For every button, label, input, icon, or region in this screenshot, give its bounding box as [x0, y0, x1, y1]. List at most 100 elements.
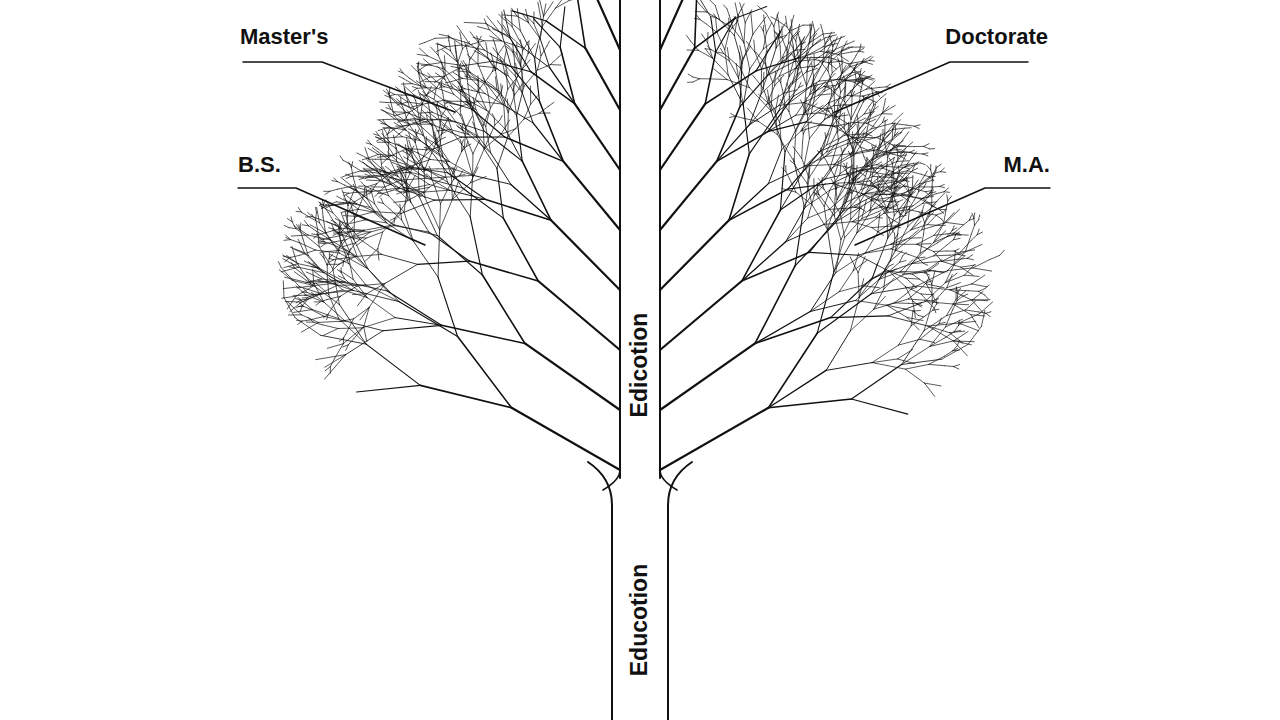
tree-branch	[349, 264, 366, 285]
tree-branch	[930, 341, 954, 347]
tree-branch	[357, 385, 421, 392]
tree-branch	[693, 79, 700, 82]
tree-branch	[813, 54, 814, 67]
tree-branch	[920, 339, 935, 342]
tree-branch	[298, 207, 301, 211]
tree-branch	[353, 279, 367, 297]
tree-branch	[855, 300, 886, 305]
tree-branch	[289, 314, 302, 315]
tree-branch	[892, 113, 903, 123]
tree-branch	[909, 230, 919, 239]
tree-branch	[931, 204, 936, 209]
tree-branch	[933, 301, 938, 304]
tree-branch	[851, 157, 853, 165]
tree-branch	[950, 333, 963, 344]
tree-branch	[928, 326, 950, 333]
tree-branch	[439, 204, 441, 230]
tree-branch	[375, 137, 385, 142]
tree-branch	[486, 43, 487, 49]
tree-branch	[930, 164, 931, 170]
tree-branch	[929, 270, 941, 271]
tree-branch	[406, 149, 408, 154]
tree-branch	[832, 63, 842, 72]
tree-branch	[879, 261, 890, 279]
tree-branch	[550, 57, 558, 64]
tree-branch	[960, 250, 974, 252]
tree-branch	[909, 254, 919, 258]
tree-branch	[858, 255, 888, 271]
tree-branch	[308, 235, 331, 240]
tree-branch	[898, 339, 919, 345]
tree-branch	[501, 129, 516, 135]
tree-branch	[304, 298, 307, 302]
tree-branch	[834, 233, 857, 271]
tree-branch	[362, 170, 374, 171]
tree-branch	[340, 156, 343, 160]
tree-branch	[742, 252, 810, 281]
tree-branch	[892, 154, 900, 156]
tree-branch	[325, 367, 330, 371]
tree-branch	[971, 235, 977, 241]
tree-branch	[904, 309, 913, 311]
tree-branch	[403, 190, 409, 191]
tree-branch	[932, 193, 945, 206]
tree-branch	[979, 288, 986, 291]
tree-branch	[789, 111, 796, 131]
tree-branch	[318, 232, 326, 234]
tree-branch	[347, 216, 357, 225]
tree-branch	[865, 249, 891, 253]
tree-branch	[344, 198, 349, 202]
tree-branch	[895, 227, 907, 251]
tree-branch	[913, 311, 918, 315]
tree-branch	[825, 146, 847, 179]
tree-branch	[451, 66, 457, 67]
tree-branch	[919, 179, 929, 187]
tree-branch	[328, 212, 336, 225]
trunk-outline	[619, 0, 621, 478]
tree-branch	[437, 154, 450, 162]
tree-branch	[416, 187, 429, 189]
tree-branch	[341, 257, 355, 259]
tree-branch	[416, 185, 429, 188]
tree-branch	[842, 190, 861, 212]
tree-branch	[325, 355, 346, 368]
tree-branch	[920, 329, 932, 339]
tree-branch	[895, 230, 921, 251]
tree-branch	[985, 285, 989, 289]
tree-branch	[980, 302, 993, 314]
tree-branch	[850, 309, 873, 331]
tree-branch	[408, 188, 416, 189]
tree-branch	[497, 89, 504, 105]
tree-branch	[975, 220, 979, 225]
tree-branch	[709, 78, 727, 80]
tree-branch	[339, 261, 344, 264]
tree-branch	[406, 149, 411, 150]
tree-branch	[373, 212, 387, 223]
tree-branch	[508, 119, 524, 137]
tree-branch	[851, 207, 862, 220]
tree-branch	[279, 270, 292, 281]
tree-branch	[462, 140, 464, 145]
tree-branch	[954, 251, 955, 265]
tree-branch	[862, 286, 879, 288]
tree-branch	[990, 255, 1000, 259]
tree-branch	[936, 192, 944, 194]
trunk-outline	[659, 0, 661, 478]
tree-branch	[467, 48, 470, 60]
tree-branch	[352, 188, 358, 191]
tree-branch	[333, 243, 341, 269]
tree-branch	[306, 272, 321, 279]
tree-branch	[326, 205, 331, 208]
tree-branch	[946, 240, 953, 246]
tree-branch	[786, 218, 808, 242]
tree-branch	[807, 99, 811, 116]
tree-branch	[323, 314, 328, 317]
tree-branch	[842, 148, 844, 153]
tree-branch	[466, 144, 471, 146]
trunk-outline	[588, 462, 612, 720]
tree-branch	[319, 268, 345, 282]
tree-branch	[954, 331, 968, 340]
tree-branch	[416, 100, 418, 107]
tree-branch	[925, 310, 932, 316]
tree-branch	[448, 54, 458, 62]
